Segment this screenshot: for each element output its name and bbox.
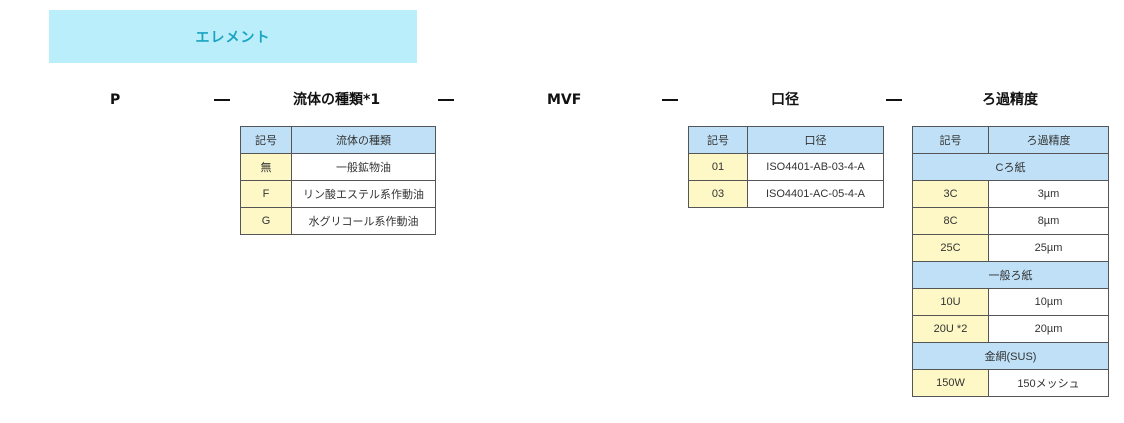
group-row: Cろ紙 bbox=[912, 153, 1109, 181]
cell-code: G bbox=[240, 207, 292, 235]
cell-value: ISO4401-AC-05-4-A bbox=[747, 180, 884, 208]
cell-value: 10µm bbox=[988, 288, 1109, 316]
group-row: 一般ろ紙 bbox=[912, 261, 1109, 289]
cell-value: 20µm bbox=[988, 315, 1109, 343]
table-row: 25C 25µm bbox=[912, 234, 1109, 262]
header-fluid-type: 流体の種類 bbox=[291, 126, 436, 154]
fluid-type-table: 記号 流体の種類 無 一般鉱物油 F リン酸エステル系作動油 G 水グリコール系… bbox=[240, 126, 436, 235]
table-row: 01 ISO4401-AB-03-4-A bbox=[688, 153, 884, 181]
code-separator bbox=[214, 99, 230, 101]
code-segment-filtration: ろ過精度 bbox=[982, 92, 1038, 108]
table-header-row: 記号 ろ過精度 bbox=[912, 126, 1109, 154]
code-separator bbox=[438, 99, 454, 101]
cell-value: 25µm bbox=[988, 234, 1109, 262]
table-header-row: 記号 口径 bbox=[688, 126, 884, 154]
code-segment-p: P bbox=[110, 92, 121, 108]
group-label: Cろ紙 bbox=[912, 153, 1109, 181]
cell-code: 10U bbox=[912, 288, 989, 316]
element-banner: エレメント bbox=[49, 10, 417, 63]
table-row: F リン酸エステル系作動油 bbox=[240, 180, 436, 208]
cell-value: 3µm bbox=[988, 180, 1109, 208]
filtration-rating-table: 記号 ろ過精度 Cろ紙 3C 3µm 8C 8µm 25C 25µm 一般ろ紙 … bbox=[912, 126, 1109, 397]
header-port-size: 口径 bbox=[747, 126, 884, 154]
table-row: 03 ISO4401-AC-05-4-A bbox=[688, 180, 884, 208]
cell-code: 20U *2 bbox=[912, 315, 989, 343]
cell-code: 3C bbox=[912, 180, 989, 208]
header-code: 記号 bbox=[912, 126, 989, 154]
group-row: 金網(SUS) bbox=[912, 342, 1109, 370]
code-segment-port: 口径 bbox=[771, 92, 799, 108]
cell-value: 8µm bbox=[988, 207, 1109, 235]
cell-value: リン酸エステル系作動油 bbox=[291, 180, 436, 208]
table-row: 無 一般鉱物油 bbox=[240, 153, 436, 181]
code-segment-mvf: MVF bbox=[547, 92, 582, 108]
table-header-row: 記号 流体の種類 bbox=[240, 126, 436, 154]
table-row: 20U *2 20µm bbox=[912, 315, 1109, 343]
cell-code: 25C bbox=[912, 234, 989, 262]
cell-code: 8C bbox=[912, 207, 989, 235]
cell-value: 水グリコール系作動油 bbox=[291, 207, 436, 235]
header-filtration-rating: ろ過精度 bbox=[988, 126, 1109, 154]
table-row: 10U 10µm bbox=[912, 288, 1109, 316]
cell-value: 150メッシュ bbox=[988, 369, 1109, 397]
model-code-row: P 流体の種類*1 MVF 口径 ろ過精度 bbox=[0, 88, 1124, 112]
banner-label: エレメント bbox=[195, 29, 271, 46]
code-separator bbox=[662, 99, 678, 101]
code-separator bbox=[886, 99, 902, 101]
cell-code: 150W bbox=[912, 369, 989, 397]
cell-code: 01 bbox=[688, 153, 748, 181]
table-row: 3C 3µm bbox=[912, 180, 1109, 208]
group-label: 一般ろ紙 bbox=[912, 261, 1109, 289]
header-code: 記号 bbox=[240, 126, 292, 154]
cell-value: ISO4401-AB-03-4-A bbox=[747, 153, 884, 181]
cell-code: 03 bbox=[688, 180, 748, 208]
table-row: G 水グリコール系作動油 bbox=[240, 207, 436, 235]
table-row: 8C 8µm bbox=[912, 207, 1109, 235]
header-code: 記号 bbox=[688, 126, 748, 154]
table-row: 150W 150メッシュ bbox=[912, 369, 1109, 397]
cell-value: 一般鉱物油 bbox=[291, 153, 436, 181]
port-size-table: 記号 口径 01 ISO4401-AB-03-4-A 03 ISO4401-AC… bbox=[688, 126, 884, 208]
cell-code: F bbox=[240, 180, 292, 208]
code-segment-fluid: 流体の種類*1 bbox=[293, 92, 381, 108]
group-label: 金網(SUS) bbox=[912, 342, 1109, 370]
cell-code: 無 bbox=[240, 153, 292, 181]
